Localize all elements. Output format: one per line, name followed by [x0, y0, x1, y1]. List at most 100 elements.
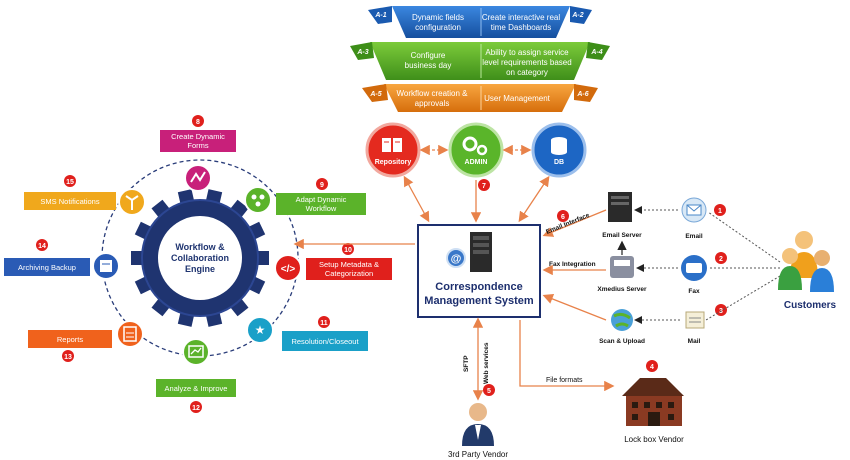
db-label: DB	[554, 159, 564, 166]
feature-num-8: 8	[196, 119, 200, 126]
feature-node-archive[interactable]	[92, 252, 120, 280]
email-server-label: Email Server	[602, 232, 642, 239]
email-at-icon	[446, 248, 466, 268]
feature-node-analyze[interactable]	[182, 338, 210, 366]
lockbox-vendor[interactable]: Lock box Vendor	[622, 378, 684, 444]
admin-label: ADMIN	[465, 159, 488, 166]
center-system-box[interactable]: @ Correspondence Management System	[417, 224, 541, 318]
file-formats-label: File formats	[546, 377, 583, 384]
feature-node-reports[interactable]	[116, 320, 144, 348]
feature-num-14: 14	[38, 243, 46, 250]
module-a1-label-1: Dynamic fields	[412, 13, 464, 22]
feature-num-11: 11	[320, 320, 328, 327]
fax-integration-label: Fax Integration	[549, 261, 596, 268]
svg-text:Archiving Backup: Archiving Backup	[18, 263, 76, 272]
mail-source[interactable]: Mail 3	[685, 304, 727, 345]
module-a6-code: A-6	[576, 91, 588, 98]
fax-label: Fax	[688, 288, 700, 295]
sftp-label: SFTP	[463, 355, 470, 372]
module-a4-label-1: Ability to assign service	[485, 48, 569, 57]
xmedius-server[interactable]: Xmedius Server	[597, 256, 647, 293]
engine-orbit	[101, 159, 299, 357]
svg-text:Setup Metadata &: Setup Metadata &	[319, 260, 379, 269]
feature-label-resolution: Resolution/Closeout 11	[282, 316, 368, 351]
svg-text:Create Dynamic: Create Dynamic	[171, 132, 225, 141]
feature-node-resolution[interactable]: ★	[246, 316, 274, 344]
report-icon	[123, 326, 137, 342]
fax-source[interactable]: Fax 2	[681, 252, 727, 295]
module-a1-code: A-1	[374, 12, 386, 19]
module-a5-code: A-5	[369, 91, 381, 98]
svg-text:Analyze & Improve: Analyze & Improve	[165, 384, 228, 393]
module-a3-label-2: business day	[405, 61, 452, 70]
repository-icon	[382, 138, 391, 152]
code-icon: </>	[281, 264, 296, 275]
email-interface-connector	[542, 209, 607, 237]
customers-label: Customers	[784, 300, 837, 311]
feature-label-analyze: Analyze & Improve 12	[156, 379, 236, 413]
module-a4-code: A-4	[590, 49, 602, 56]
feature-num-10: 10	[344, 247, 352, 254]
third-party-num: 5	[487, 388, 491, 395]
feature-label-forms: Create Dynamic Forms 8	[160, 115, 236, 152]
feature-num-13: 13	[64, 354, 72, 361]
feature-node-workflow[interactable]	[244, 186, 272, 214]
svg-text:Adapt Dynamic: Adapt Dynamic	[296, 195, 347, 204]
scan-connector	[542, 294, 607, 321]
feature-label-reports: Reports 13	[28, 330, 112, 362]
scan-upload[interactable]: Scan & Upload	[599, 309, 645, 345]
third-party-label: 3rd Party Vendor	[448, 450, 508, 459]
module-a5-label-1: Workflow creation &	[397, 89, 469, 98]
globe-icon	[611, 309, 633, 331]
gear-icon	[462, 136, 478, 152]
admin-node[interactable]: ADMIN	[448, 122, 504, 178]
repository-label: Repository	[375, 159, 412, 166]
email-num: 1	[718, 208, 722, 215]
module-a2-code: A-2	[571, 12, 583, 19]
module-a3-label-1: Configure	[411, 51, 446, 60]
feature-node-forms[interactable]	[184, 164, 212, 192]
module-a3-code: A-3	[356, 49, 368, 56]
svg-text:Forms: Forms	[187, 141, 208, 150]
engine-line1: Workflow &	[175, 242, 225, 252]
module-row-3: Workflow creation & approvals User Manag…	[362, 84, 598, 112]
web-services-label: Web services	[483, 342, 490, 384]
customer-mail-link	[705, 275, 781, 321]
email-server[interactable]: Email Server	[602, 192, 642, 239]
archive-icon	[100, 260, 112, 272]
lockbox-connector	[519, 320, 615, 392]
feature-num-12: 12	[192, 405, 200, 412]
feature-num-15: 15	[66, 179, 74, 186]
building-icon	[622, 378, 684, 396]
module-a4-label-2: level requirements based	[482, 58, 571, 67]
engine-line3: Engine	[185, 264, 215, 274]
third-party-vendor[interactable]: 3rd Party Vendor	[448, 403, 508, 459]
feature-node-sms[interactable]	[118, 188, 146, 216]
feature-node-metadata[interactable]: </>	[274, 254, 302, 282]
center-title-line1: Correspondence	[435, 281, 522, 293]
module-row-2: Configure business day Ability to assign…	[350, 42, 610, 80]
feature-label-workflow: Adapt Dynamic Workflow 9	[276, 178, 366, 215]
module-a5-label-2: approvals	[415, 99, 450, 108]
db-node[interactable]: DB	[531, 122, 587, 178]
svg-text:Categorization: Categorization	[325, 269, 373, 278]
email-interface-num: 6	[561, 214, 565, 221]
lockbox-num: 4	[650, 364, 654, 371]
repo-center-connector	[403, 175, 430, 223]
svg-text:SMS Notifications: SMS Notifications	[40, 197, 99, 206]
email-source[interactable]: Email 1	[681, 197, 726, 240]
customers-icon	[795, 231, 813, 249]
person-icon	[469, 403, 487, 421]
lockbox-label: Lock box Vendor	[624, 435, 684, 444]
team-icon	[251, 194, 257, 200]
db-center-connector	[518, 175, 550, 223]
svg-text:Resolution/Closeout: Resolution/Closeout	[291, 337, 359, 346]
module-row-1: Dynamic fields configuration Create inte…	[368, 6, 592, 38]
module-a2-label-1: Create interactive real	[482, 13, 560, 22]
module-a1-label-2: configuration	[415, 23, 461, 32]
repository-node[interactable]: Repository	[365, 122, 421, 178]
trend-icon	[190, 171, 206, 183]
mail-icon	[685, 311, 705, 329]
fax-num: 2	[719, 256, 723, 263]
